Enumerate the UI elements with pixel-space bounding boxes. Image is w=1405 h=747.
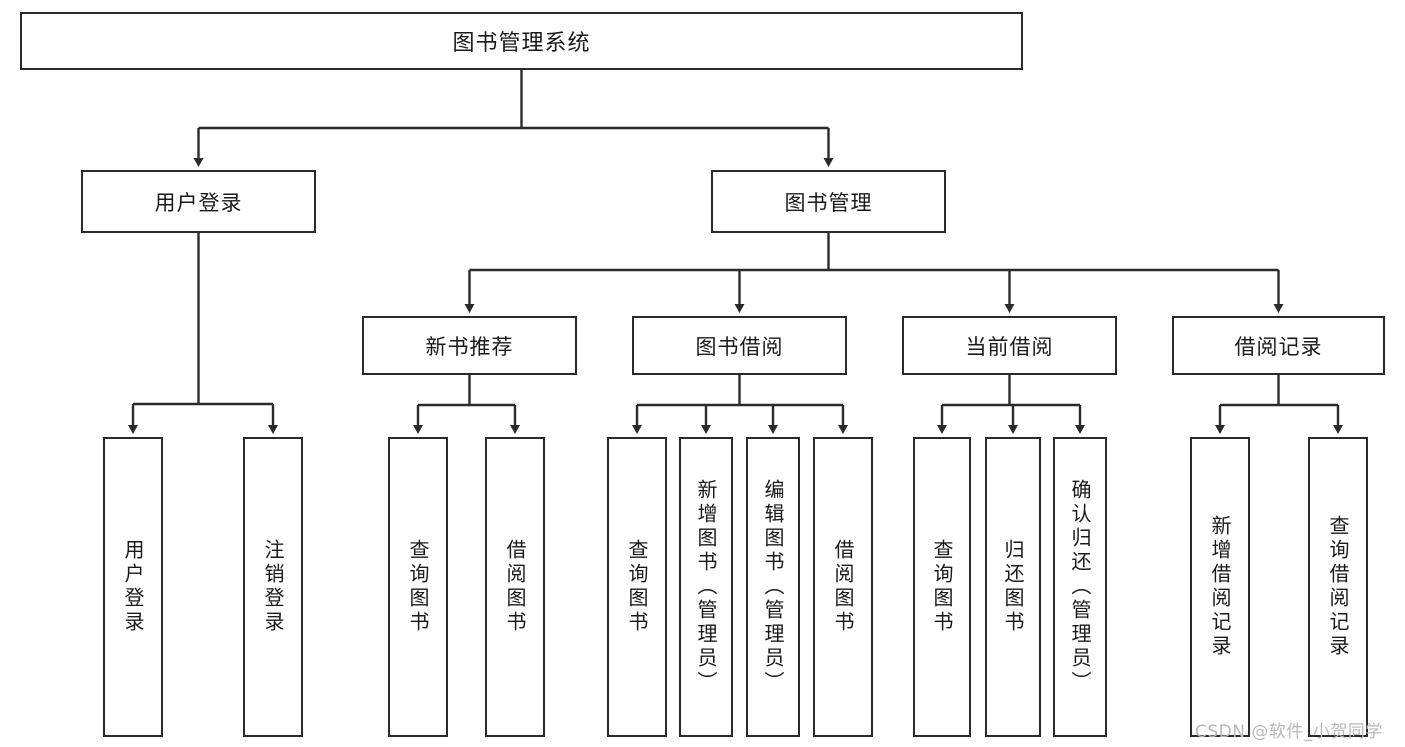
node-label: 新书推荐 xyxy=(425,334,514,359)
node-user-login[interactable]: 用户登录 xyxy=(81,170,316,233)
node-label: 借阅记录 xyxy=(1234,334,1323,359)
node-label: 借阅图书 xyxy=(503,539,527,635)
node-label: 查询图书 xyxy=(406,539,430,635)
node-label: 新增图书（管理员） xyxy=(694,479,718,695)
node-label: 用户登录 xyxy=(121,539,145,635)
node-root[interactable]: 图书管理系统 xyxy=(20,12,1023,70)
node-label: 借阅图书 xyxy=(831,539,855,635)
node-leaf-return-book[interactable]: 归还图书 xyxy=(985,437,1041,737)
node-label: 确认归还（管理员） xyxy=(1068,479,1092,695)
node-leaf-confirm-return[interactable]: 确认归还（管理员） xyxy=(1053,437,1107,737)
node-leaf-edit-book[interactable]: 编辑图书（管理员） xyxy=(746,437,800,737)
node-label: 图书借阅 xyxy=(695,334,784,359)
node-label: 查询借阅记录 xyxy=(1326,515,1350,659)
node-label: 编辑图书（管理员） xyxy=(761,479,785,695)
node-leaf-borrow-book-1[interactable]: 借阅图书 xyxy=(485,437,545,737)
node-label: 注销登录 xyxy=(261,539,285,635)
node-leaf-query-book-1[interactable]: 查询图书 xyxy=(388,437,448,737)
node-leaf-borrow-book-2[interactable]: 借阅图书 xyxy=(813,437,873,737)
node-leaf-query-record[interactable]: 查询借阅记录 xyxy=(1308,437,1368,737)
node-label: 新增借阅记录 xyxy=(1208,515,1232,659)
node-borrow-record[interactable]: 借阅记录 xyxy=(1172,316,1385,375)
csdn-watermark: CSDN @软件_小贺同学 xyxy=(1195,722,1383,742)
node-label: 查询图书 xyxy=(930,539,954,635)
node-book-manage[interactable]: 图书管理 xyxy=(711,170,946,233)
node-leaf-add-book[interactable]: 新增图书（管理员） xyxy=(679,437,733,737)
node-current-borrow[interactable]: 当前借阅 xyxy=(902,316,1117,375)
node-leaf-user-login[interactable]: 用户登录 xyxy=(103,437,163,737)
node-new-book-rec[interactable]: 新书推荐 xyxy=(362,316,577,375)
node-leaf-logout[interactable]: 注销登录 xyxy=(243,437,303,737)
node-label: 图书管理 xyxy=(784,190,873,215)
node-label: 当前借阅 xyxy=(965,334,1054,359)
node-leaf-add-record[interactable]: 新增借阅记录 xyxy=(1190,437,1250,737)
node-label: 用户登录 xyxy=(154,190,243,215)
node-label: 查询图书 xyxy=(625,539,649,635)
node-book-borrow[interactable]: 图书借阅 xyxy=(632,316,847,375)
node-leaf-query-book-2[interactable]: 查询图书 xyxy=(607,437,667,737)
node-label: 归还图书 xyxy=(1001,539,1025,635)
node-leaf-query-book-3[interactable]: 查询图书 xyxy=(913,437,971,737)
node-label: 图书管理系统 xyxy=(452,31,591,56)
